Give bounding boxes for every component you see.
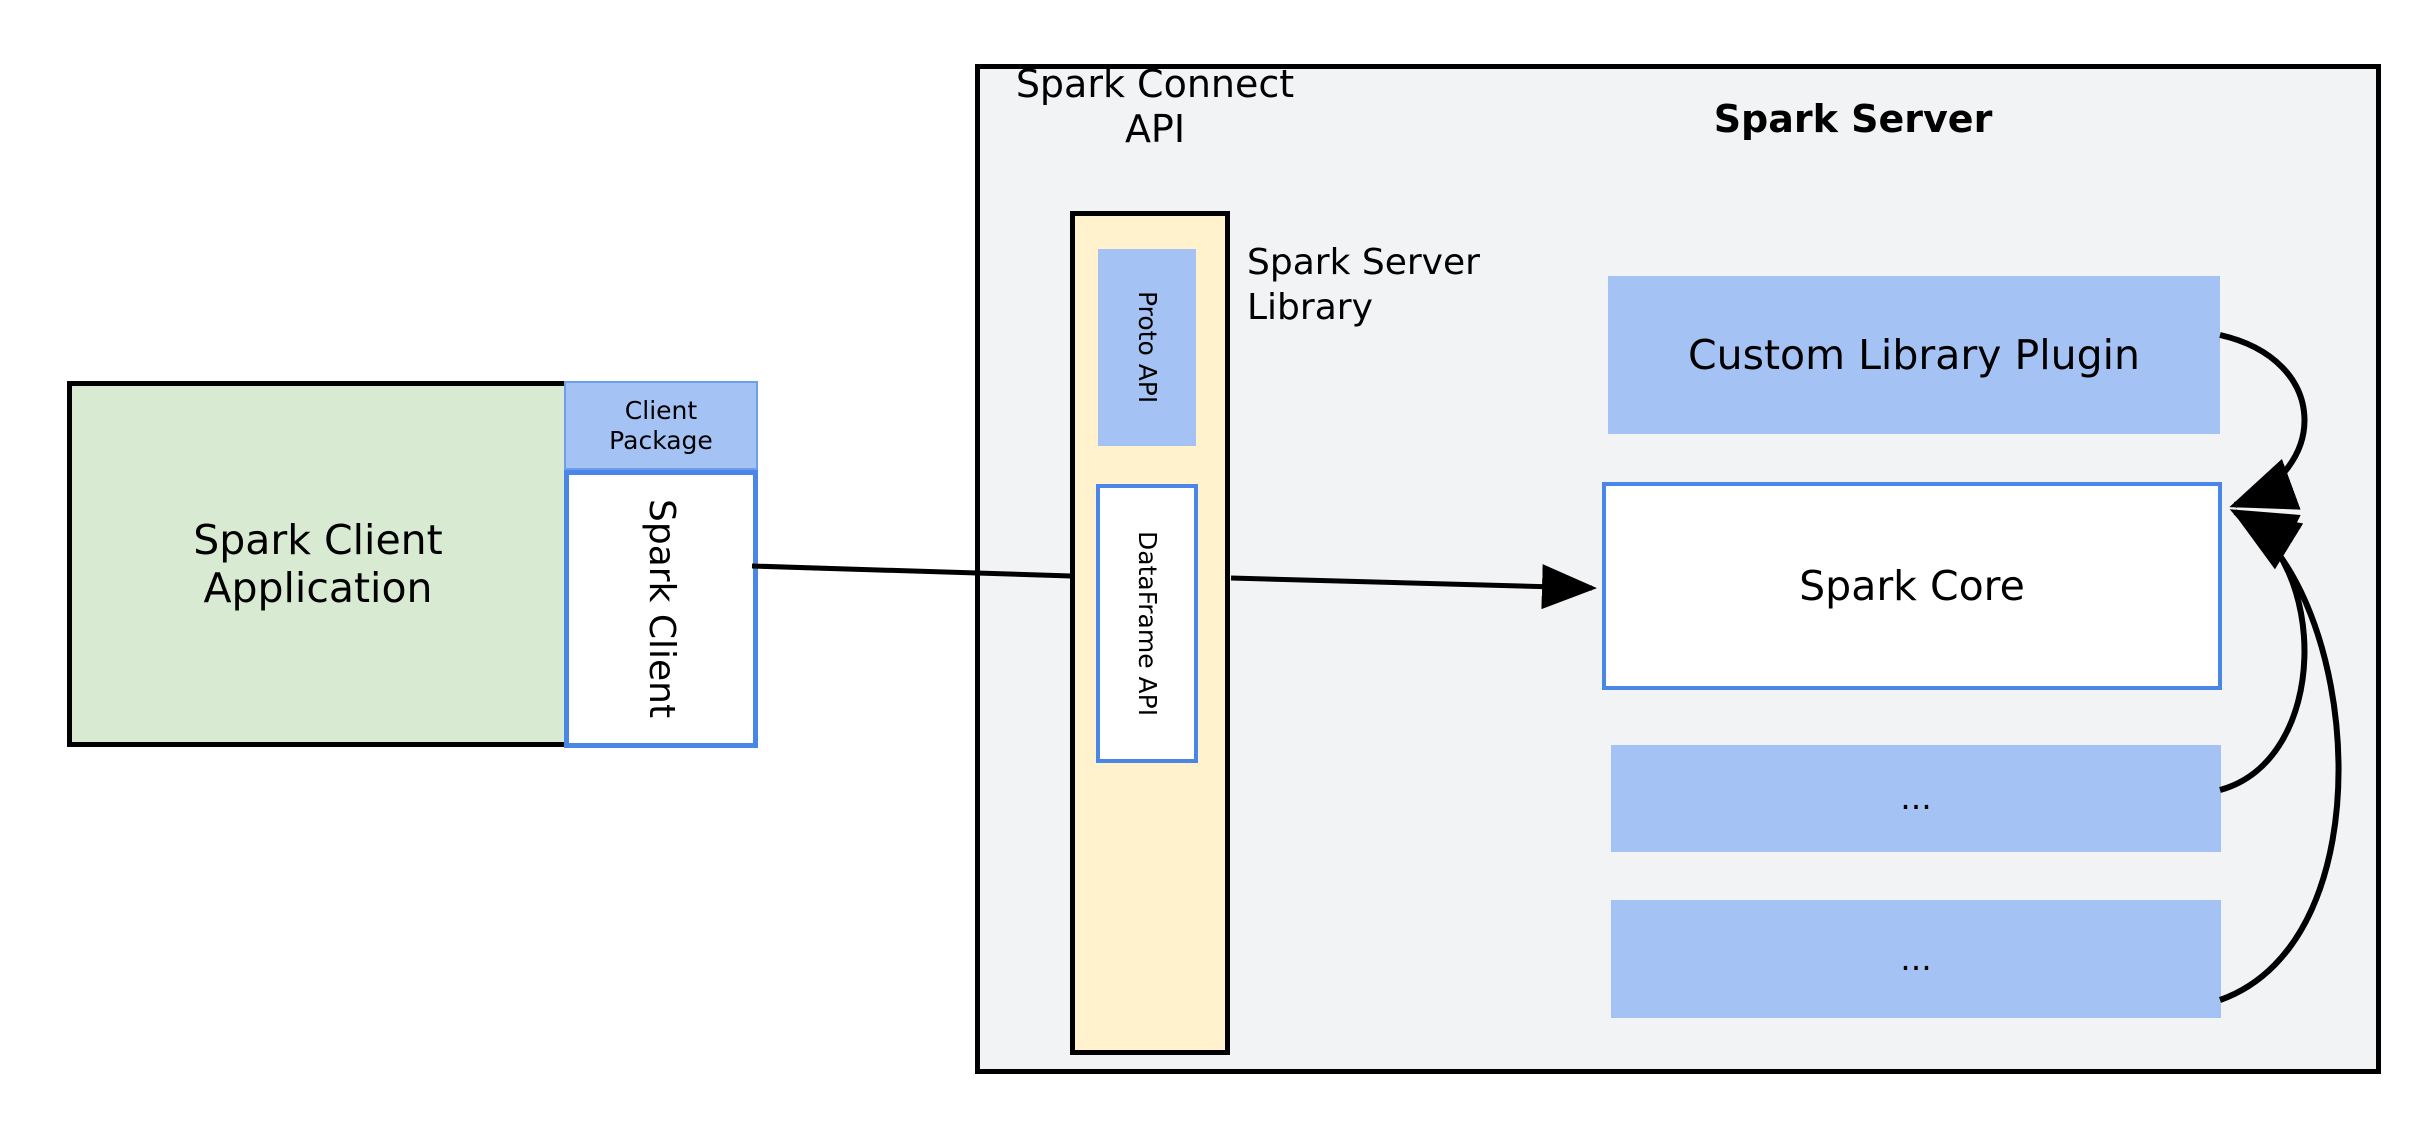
custom-library-plugin-box[interactable]: Custom Library Plugin (1608, 276, 2220, 434)
proto-api-label: Proto API (1132, 291, 1162, 404)
spark-client-label: Spark Client (641, 499, 683, 719)
ellipsis-box-1-label: ... (1900, 778, 1932, 818)
spark-server-library-label-line2: Library (1247, 287, 1373, 329)
ellipsis-box-1[interactable]: ... (1611, 745, 2221, 852)
client-package-line1: Client (624, 396, 698, 425)
spark-server-library-label: Spark Server Library (1247, 240, 1547, 350)
spark-connect-api-label-line1: Spark Connect (1015, 62, 1295, 106)
proto-api-box[interactable]: Proto API (1098, 249, 1196, 446)
dataframe-api-box[interactable]: DataFrame API (1096, 484, 1198, 763)
spark-client-application-box[interactable]: Spark Client Application (67, 381, 569, 747)
spark-server-library-label-line1: Spark Server (1247, 242, 1480, 283)
spark-client-application-line1: Spark Client (193, 515, 443, 564)
spark-connect-api-label: Spark Connect API (1000, 54, 1310, 164)
spark-core-box[interactable]: Spark Core (1602, 482, 2222, 690)
ellipsis-box-2[interactable]: ... (1611, 900, 2221, 1018)
spark-client-application-line2: Application (203, 564, 433, 612)
client-package-line2: Package (609, 425, 713, 455)
client-package-box[interactable]: Client Package (564, 381, 758, 470)
custom-library-plugin-label: Custom Library Plugin (1687, 330, 2140, 379)
spark-client-box[interactable]: Spark Client (564, 470, 758, 748)
spark-connect-api-label-line2: API (1124, 106, 1186, 151)
dataframe-api-label: DataFrame API (1132, 530, 1162, 717)
ellipsis-box-2-label: ... (1900, 938, 1932, 978)
spark-core-label: Spark Core (1799, 561, 2025, 610)
spark-server-title: Spark Server (1713, 96, 1993, 141)
